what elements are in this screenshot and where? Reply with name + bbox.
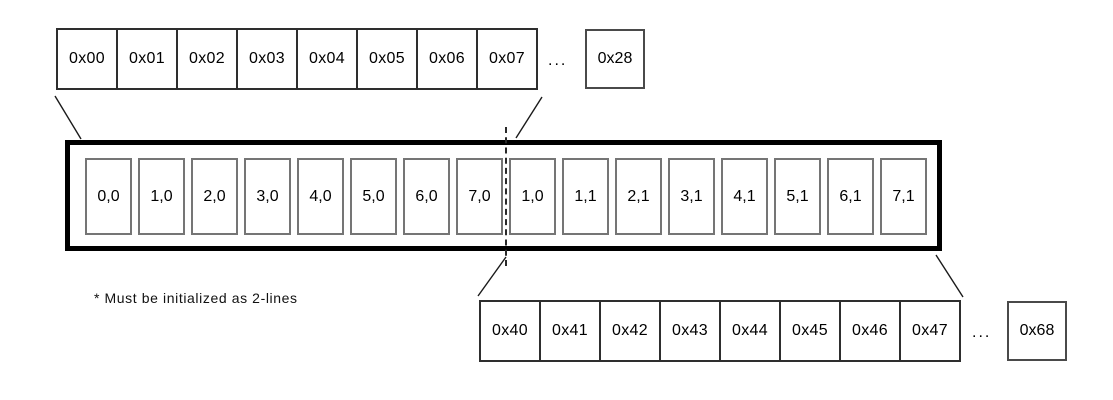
buffer-cell: 6,1 bbox=[827, 158, 874, 235]
footnote: * Must be initialized as 2-lines bbox=[94, 290, 298, 306]
buffer-cell: 3,1 bbox=[668, 158, 715, 235]
line-buffer-cells: 0,0 1,0 2,0 3,0 4,0 5,0 6,0 7,0 1,0 1,1 … bbox=[85, 158, 927, 235]
buffer-cell: 1,1 bbox=[562, 158, 609, 235]
address-row-top: 0x00 0x01 0x02 0x03 0x04 0x05 0x06 0x07 bbox=[56, 28, 538, 90]
buffer-cell: 7,1 bbox=[880, 158, 927, 235]
buffer-cell: 0,0 bbox=[85, 158, 132, 235]
address-cell: 0x00 bbox=[56, 28, 118, 90]
line-buffer-box: 0,0 1,0 2,0 3,0 4,0 5,0 6,0 7,0 1,0 1,1 … bbox=[65, 140, 942, 251]
buffer-cell: 2,0 bbox=[191, 158, 238, 235]
ellipsis-top: ... bbox=[548, 52, 568, 69]
address-cell: 0x43 bbox=[659, 300, 721, 362]
address-cell-0x68: 0x68 bbox=[1007, 301, 1067, 361]
address-cell: 0x05 bbox=[356, 28, 418, 90]
buffer-cell: 4,0 bbox=[297, 158, 344, 235]
buffer-cell: 6,0 bbox=[403, 158, 450, 235]
address-row-bottom: 0x40 0x41 0x42 0x43 0x44 0x45 0x46 0x47 bbox=[479, 300, 961, 362]
line-split-divider bbox=[505, 127, 507, 266]
address-cell: 0x03 bbox=[236, 28, 298, 90]
address-cell: 0x47 bbox=[899, 300, 961, 362]
address-cell-0x28: 0x28 bbox=[585, 29, 645, 89]
ellipsis-bottom: ... bbox=[972, 324, 992, 341]
buffer-cell: 5,0 bbox=[350, 158, 397, 235]
address-cell: 0x42 bbox=[599, 300, 661, 362]
buffer-cell: 2,1 bbox=[615, 158, 662, 235]
address-cell: 0x46 bbox=[839, 300, 901, 362]
address-cell: 0x45 bbox=[779, 300, 841, 362]
buffer-cell: 4,1 bbox=[721, 158, 768, 235]
address-cell: 0x04 bbox=[296, 28, 358, 90]
address-cell: 0x40 bbox=[479, 300, 541, 362]
buffer-cell: 1,0 bbox=[509, 158, 556, 235]
address-cell: 0x07 bbox=[476, 28, 538, 90]
address-cell: 0x41 bbox=[539, 300, 601, 362]
connector-line-top-right bbox=[515, 96, 543, 139]
buffer-cell: 1,0 bbox=[138, 158, 185, 235]
buffer-cell: 7,0 bbox=[456, 158, 503, 235]
address-cell: 0x44 bbox=[719, 300, 781, 362]
address-cell: 0x02 bbox=[176, 28, 238, 90]
buffer-cell: 5,1 bbox=[774, 158, 821, 235]
address-cell: 0x01 bbox=[116, 28, 178, 90]
connector-line-top-left bbox=[54, 95, 82, 140]
connector-line-bottom-right bbox=[935, 254, 964, 298]
address-cell: 0x06 bbox=[416, 28, 478, 90]
buffer-cell: 3,0 bbox=[244, 158, 291, 235]
connector-line-bottom-left bbox=[477, 256, 507, 297]
